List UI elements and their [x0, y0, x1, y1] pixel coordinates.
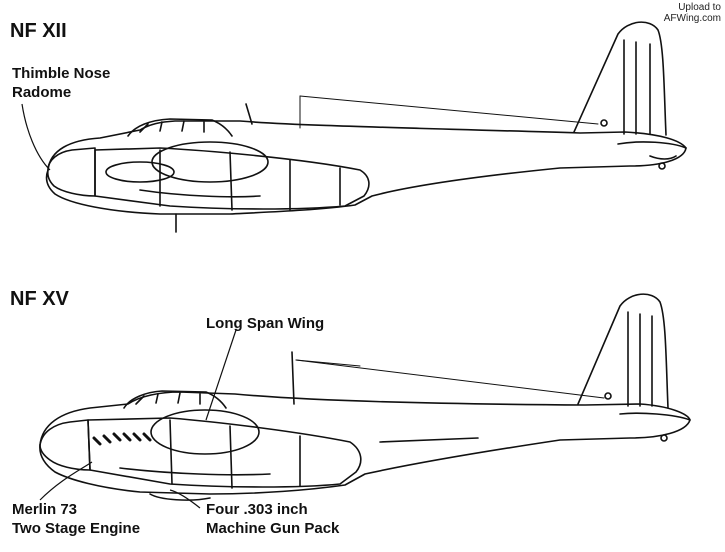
nf-xii-fuselage	[46, 121, 686, 214]
nf-xv-fin	[578, 294, 668, 408]
nf-xv-aircraft	[40, 294, 690, 500]
nf-xv-engine-leader	[40, 462, 92, 500]
nf-xv-nose	[40, 420, 90, 470]
nf-xii-spinner	[106, 162, 174, 182]
nf-xv-engine-callout: Merlin 73 Two Stage Engine	[12, 500, 140, 538]
nf-xii-fin	[574, 22, 666, 135]
nf-xv-wing-leader	[206, 330, 236, 420]
watermark-line-2: AFWing.com	[663, 13, 721, 24]
nf-xii-radome-leader	[22, 104, 50, 170]
nf-xii-nacelle	[95, 148, 369, 209]
watermark-line-1: Upload to	[678, 2, 721, 13]
nf-xv-guns-leader	[170, 490, 200, 508]
nf-xii-aircraft	[46, 22, 686, 232]
nf-xii-radome	[48, 148, 95, 196]
nf-xii-canopy	[128, 119, 232, 136]
callout-line: Thimble Nose	[12, 65, 111, 82]
nf-xii-wing	[152, 142, 268, 182]
watermark: Upload to AFWing.com	[664, 2, 721, 24]
nf-xv-title: NF XV	[10, 288, 69, 310]
callout-line: Four .303 inch	[206, 501, 308, 518]
nf-xii-title: NF XII	[10, 20, 67, 42]
nf-xv-wing-callout: Long Span Wing	[206, 315, 325, 332]
nf-xv-wing	[151, 410, 259, 454]
callout-line: Machine Gun Pack	[206, 520, 340, 537]
nf-xv-gun-ports	[94, 434, 150, 444]
nf-xv-canopy	[124, 391, 226, 408]
nf-xv-gun-pack	[150, 494, 210, 500]
callout-line: Merlin 73	[12, 501, 78, 518]
nf-xv-fuselage	[40, 392, 690, 494]
nf-xv-guns-callout: Four .303 inch Machine Gun Pack	[206, 500, 339, 538]
nf-xii-radome-callout: Thimble Nose Radome	[12, 64, 110, 102]
callout-line: Two Stage Engine	[12, 520, 141, 537]
callout-line: Radome	[12, 84, 72, 101]
